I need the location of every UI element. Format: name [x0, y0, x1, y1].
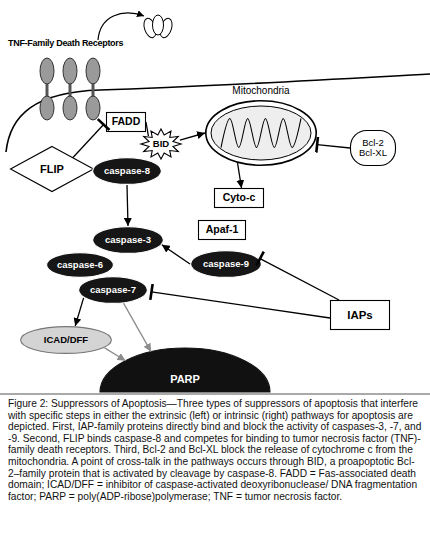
node-text: Apaf-1 — [202, 224, 243, 236]
outer-membrane — [206, 101, 316, 165]
pathway-line — [146, 122, 148, 136]
inner-membrane — [211, 106, 311, 160]
node-text: PARP — [166, 373, 204, 385]
node-text: IAPs — [343, 309, 377, 322]
inhibition-connector — [260, 259, 339, 300]
receptor-stalk — [46, 84, 49, 97]
node-outline — [191, 251, 262, 278]
node-text: Bcl-2 Bcl-XL — [350, 138, 396, 159]
connector-group — [73, 122, 350, 361]
node-text: Cyto-c — [219, 192, 260, 204]
death-receptors — [40, 58, 100, 120]
cristae — [221, 118, 301, 147]
rounded-outline — [351, 131, 396, 166]
node-text: Mitochondria — [232, 85, 289, 96]
activation-arrow — [127, 185, 128, 226]
node-outline — [199, 221, 246, 240]
node-outline — [93, 227, 164, 254]
node-shape — [100, 348, 270, 392]
inhibitor-diamond: FLIP — [10, 146, 94, 192]
cleavage-arrow — [105, 348, 126, 361]
node-outline — [206, 101, 316, 165]
receptor-domain — [63, 96, 77, 120]
receptor-domain — [63, 58, 77, 84]
inhibitor-box: Bcl-2 Bcl-XL — [350, 130, 396, 166]
receptor-domain — [86, 58, 100, 84]
ligand-trimer — [142, 15, 175, 39]
cleavage-arrow — [75, 298, 83, 326]
inhibitor-box: IAPs — [330, 300, 390, 330]
receptor-domain — [40, 58, 54, 84]
node-outline — [215, 189, 264, 208]
node-outline — [107, 113, 146, 132]
caspase-ellipse: caspase-9 — [190, 250, 262, 278]
inhibition-connector — [317, 145, 350, 148]
node-text: BID — [149, 139, 173, 149]
ellipse-outline — [21, 327, 112, 354]
caspase-ellipse: caspase-8 — [92, 157, 162, 185]
node-text: caspase-7 — [86, 285, 140, 295]
protein-box: Apaf-1 — [198, 220, 246, 240]
node-outline — [79, 277, 148, 304]
ligand-lobe — [153, 15, 164, 35]
caspase-ellipse: caspase-7 — [78, 276, 148, 304]
ellipse-outline — [79, 277, 148, 304]
node-text: caspase-8 — [100, 166, 154, 176]
ellipse-outline — [93, 158, 162, 185]
node-shape — [205, 100, 317, 166]
release-arrow — [237, 163, 241, 188]
diamond-outline — [11, 147, 94, 192]
node-text: caspase-3 — [101, 235, 155, 245]
node-outline — [100, 348, 270, 392]
burst-outline — [141, 129, 181, 159]
cleavage-arrow — [124, 303, 152, 351]
ellipse-outline — [191, 251, 262, 278]
box-outline — [215, 189, 264, 208]
caption-rule — [0, 394, 430, 395]
inhibition-connector — [73, 125, 104, 158]
dome-outline — [100, 348, 270, 392]
node-outline — [351, 131, 396, 166]
ellipse-outline — [47, 253, 114, 278]
node-outline — [141, 129, 181, 159]
receptor-stalk — [69, 84, 72, 97]
node-text: caspase-9 — [199, 259, 253, 269]
activation-arrow — [162, 245, 190, 264]
node-text: caspase-6 — [53, 260, 107, 270]
box-outline — [331, 301, 390, 330]
receptor-domain — [86, 96, 100, 120]
inhibition-connector — [151, 292, 330, 318]
node-outline — [11, 147, 94, 192]
node-text: ICAD/DFF — [40, 335, 92, 345]
ellipse-outline — [93, 227, 164, 254]
substrate-ellipse: ICAD/DFF — [20, 326, 112, 354]
caspase-ellipse: caspase-3 — [92, 226, 164, 254]
node-outline — [47, 253, 114, 278]
figure-caption: Figure 2: Suppressors of Apoptosis—Three… — [8, 398, 424, 502]
caspase-ellipse: caspase-6 — [46, 252, 114, 278]
node-text: FLIP — [36, 163, 68, 175]
receptor-domain — [40, 96, 54, 120]
box-outline — [199, 221, 246, 240]
receptor-label: TNF-Family Death Receptors — [8, 38, 123, 48]
protein-burst: BID — [140, 128, 182, 160]
substrate-dome: PARP — [100, 348, 270, 392]
protein-box: Cyto-c — [214, 188, 264, 208]
organelle-shape: Mitochondria — [205, 100, 317, 166]
activation-arrow — [180, 133, 205, 140]
receptor-stalk — [92, 84, 95, 97]
node-outline — [21, 327, 112, 354]
node-outline — [331, 301, 390, 330]
node-outline — [93, 158, 162, 185]
binding-arrow — [98, 13, 144, 40]
adaptor-box: FADD — [106, 112, 146, 132]
node-text: FADD — [108, 116, 145, 128]
box-outline — [107, 113, 146, 132]
